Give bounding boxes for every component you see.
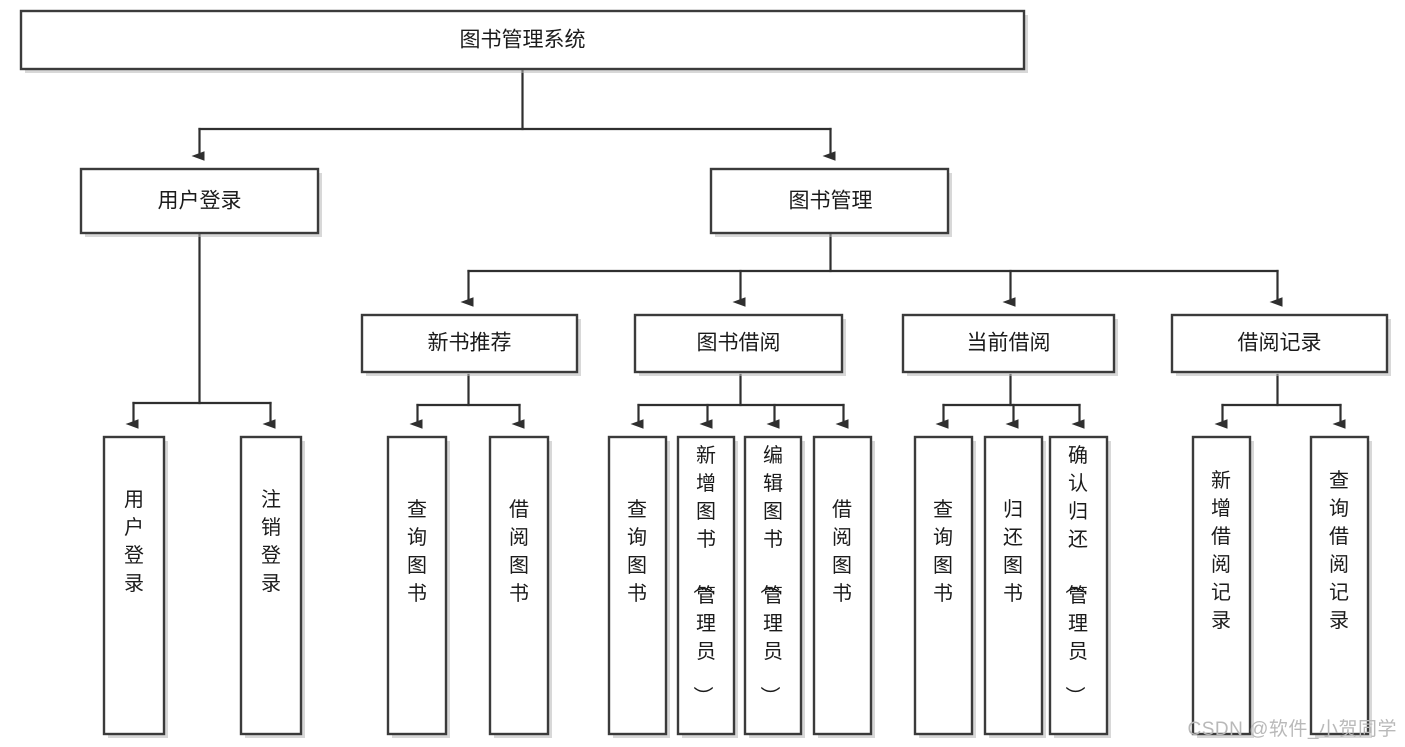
node-leaf-confirm-return-label: 确认归还（管理员） <box>1063 444 1088 706</box>
node-leaf-edit-book[interactable]: 编辑图书（管理员） <box>743 435 805 738</box>
node-current-borrow[interactable]: 当前借阅 <box>901 313 1118 376</box>
node-leaf-edit-book-label: 编辑图书（管理员） <box>758 444 783 706</box>
connector-layer <box>125 67 1346 429</box>
node-leaf-user-logout[interactable]: 注销登录 <box>239 435 305 738</box>
node-leaf-query-book-1-label: 查询图书 <box>407 498 427 605</box>
node-leaf-add-record[interactable]: 新增借阅记录 <box>1191 435 1254 738</box>
node-leaf-borrow-book-1-label: 借阅图书 <box>509 498 529 605</box>
node-leaf-borrow-book-1[interactable]: 借阅图书 <box>488 435 552 738</box>
node-leaf-query-record-label: 查询借阅记录 <box>1329 469 1349 632</box>
node-leaf-query-book-3-label: 查询图书 <box>933 498 953 605</box>
node-borrow-record[interactable]: 借阅记录 <box>1170 313 1391 376</box>
node-leaf-confirm-return[interactable]: 确认归还（管理员） <box>1048 435 1111 738</box>
node-leaf-user-login-label: 用户登录 <box>124 489 144 595</box>
node-user-login-label: 用户登录 <box>158 190 242 213</box>
node-leaf-query-record[interactable]: 查询借阅记录 <box>1309 435 1372 738</box>
node-new-book-rec-label: 新书推荐 <box>428 332 512 355</box>
node-leaf-query-book-2[interactable]: 查询图书 <box>607 435 670 738</box>
node-leaf-return-book[interactable]: 归还图书 <box>983 435 1046 738</box>
node-root[interactable]: 图书管理系统 <box>19 9 1028 73</box>
csdn-watermark: CSDN @软件_小贺同学 <box>1187 719 1397 740</box>
node-leaf-query-book-2-label: 查询图书 <box>627 498 647 605</box>
node-borrow-record-label: 借阅记录 <box>1238 332 1322 355</box>
node-leaf-user-logout-label: 注销登录 <box>261 488 281 595</box>
node-leaf-borrow-book-2-label: 借阅图书 <box>832 498 852 605</box>
node-root-label: 图书管理系统 <box>460 29 586 52</box>
node-book-manage[interactable]: 图书管理 <box>709 167 952 237</box>
node-leaf-user-login[interactable]: 用户登录 <box>102 435 168 738</box>
node-book-borrow-label: 图书借阅 <box>697 332 781 355</box>
node-leaf-return-book-label: 归还图书 <box>1003 498 1023 605</box>
node-user-login[interactable]: 用户登录 <box>79 167 322 237</box>
node-leaf-query-book-1[interactable]: 查询图书 <box>386 435 450 738</box>
node-leaf-add-book[interactable]: 新增图书（管理员） <box>676 435 738 738</box>
node-new-book-rec[interactable]: 新书推荐 <box>360 313 581 376</box>
node-book-borrow[interactable]: 图书借阅 <box>633 313 846 376</box>
node-leaf-query-book-3[interactable]: 查询图书 <box>913 435 976 738</box>
node-leaf-borrow-book-2[interactable]: 借阅图书 <box>812 435 875 738</box>
node-book-manage-label: 图书管理 <box>789 190 873 213</box>
node-leaf-add-book-label: 新增图书（管理员） <box>691 444 716 706</box>
node-current-borrow-label: 当前借阅 <box>967 332 1051 355</box>
node-leaf-add-record-label: 新增借阅记录 <box>1211 469 1231 632</box>
